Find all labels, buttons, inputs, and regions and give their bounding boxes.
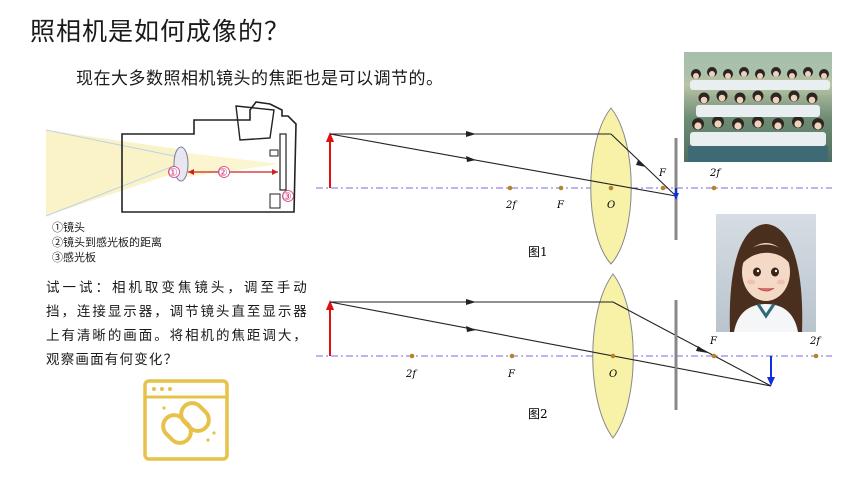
figure1-diagram: 2f F O F 2f 图1 xyxy=(316,107,832,265)
sensor-plate xyxy=(279,133,287,191)
marker-2-circle xyxy=(218,166,230,178)
label-2f-right: 2f xyxy=(709,168,722,179)
distance-arrow-right xyxy=(272,169,278,175)
dot-f-right xyxy=(660,185,666,191)
dot-2f-left xyxy=(409,353,415,359)
marker-3: ③ xyxy=(282,190,292,203)
label-2f-right: 2f xyxy=(809,336,822,347)
page-title: 照相机是如何成像的？ xyxy=(30,17,291,46)
page-subtitle: 现在大多数照相机镜头的焦距也是可以调节的。 xyxy=(76,69,444,89)
ray-arrow-1 xyxy=(466,131,476,137)
marker-3-circle xyxy=(282,190,294,202)
label-center: O xyxy=(607,200,615,211)
group-photo-figures xyxy=(684,52,832,162)
figure2-caption: 图2 xyxy=(528,407,548,421)
browser-link-icon xyxy=(143,379,229,461)
light-edge-top xyxy=(45,129,185,159)
marker-1-circle xyxy=(168,166,180,178)
marker-2: ② xyxy=(218,166,228,179)
light-cone xyxy=(46,130,184,216)
dot-f-left xyxy=(558,185,564,191)
try-it-text: 试一试：相机取变焦镜头，调至手动挡，连接显示器，调节镜头直至显示器上有清晰的画面… xyxy=(46,280,308,368)
label-f-left: F xyxy=(507,369,516,380)
ray-arrow-3 xyxy=(636,160,646,167)
object-arrow-head xyxy=(326,132,334,142)
label-f-right: F xyxy=(658,168,667,179)
label-f-right: F xyxy=(709,336,718,347)
ray-arrow-3 xyxy=(696,346,708,353)
camera-body xyxy=(121,101,297,213)
figure2-diagram: 2f F O F 2f 图2 xyxy=(316,273,832,439)
dot-center xyxy=(610,353,616,359)
ray-refracted xyxy=(612,301,772,387)
camera-diagram: ① ② ③ xyxy=(45,101,297,217)
dot-center xyxy=(608,185,614,191)
ray-arrow-2 xyxy=(466,156,476,162)
portrait-figure xyxy=(729,224,803,332)
label-center: O xyxy=(609,369,617,380)
ray-arrow-2 xyxy=(466,326,476,332)
ray-center xyxy=(329,133,677,197)
ray-arrow-1 xyxy=(466,299,476,305)
image-arrow-head xyxy=(673,193,679,200)
group-photo xyxy=(684,52,832,162)
distance-arrow-left xyxy=(188,169,194,175)
legend-lens: ①镜头 xyxy=(52,221,85,234)
portrait-photo xyxy=(716,214,816,332)
dot-f-right xyxy=(711,353,717,359)
ray-center xyxy=(329,301,772,387)
dot-2f-left xyxy=(507,185,513,191)
figure1-caption: 图1 xyxy=(528,245,548,259)
marker-1: ① xyxy=(168,166,178,179)
mirror-part xyxy=(269,149,279,157)
grip-part xyxy=(269,193,281,209)
dot-f-left xyxy=(509,353,515,359)
viewfinder-prism xyxy=(235,105,275,141)
label-f-left: F xyxy=(556,200,565,211)
dot-2f-right xyxy=(813,353,819,359)
label-2f-left: 2f xyxy=(505,200,518,211)
legend-distance: ②镜头到感光板的距离 xyxy=(52,236,162,249)
object-arrow-head xyxy=(326,300,334,310)
dot-2f-right xyxy=(711,185,717,191)
legend-sensor: ③感光板 xyxy=(52,251,96,264)
light-edge-bottom xyxy=(45,161,185,217)
image-arrow-head xyxy=(767,377,775,386)
inner-light-cone xyxy=(180,152,280,178)
label-2f-left: 2f xyxy=(405,369,418,380)
